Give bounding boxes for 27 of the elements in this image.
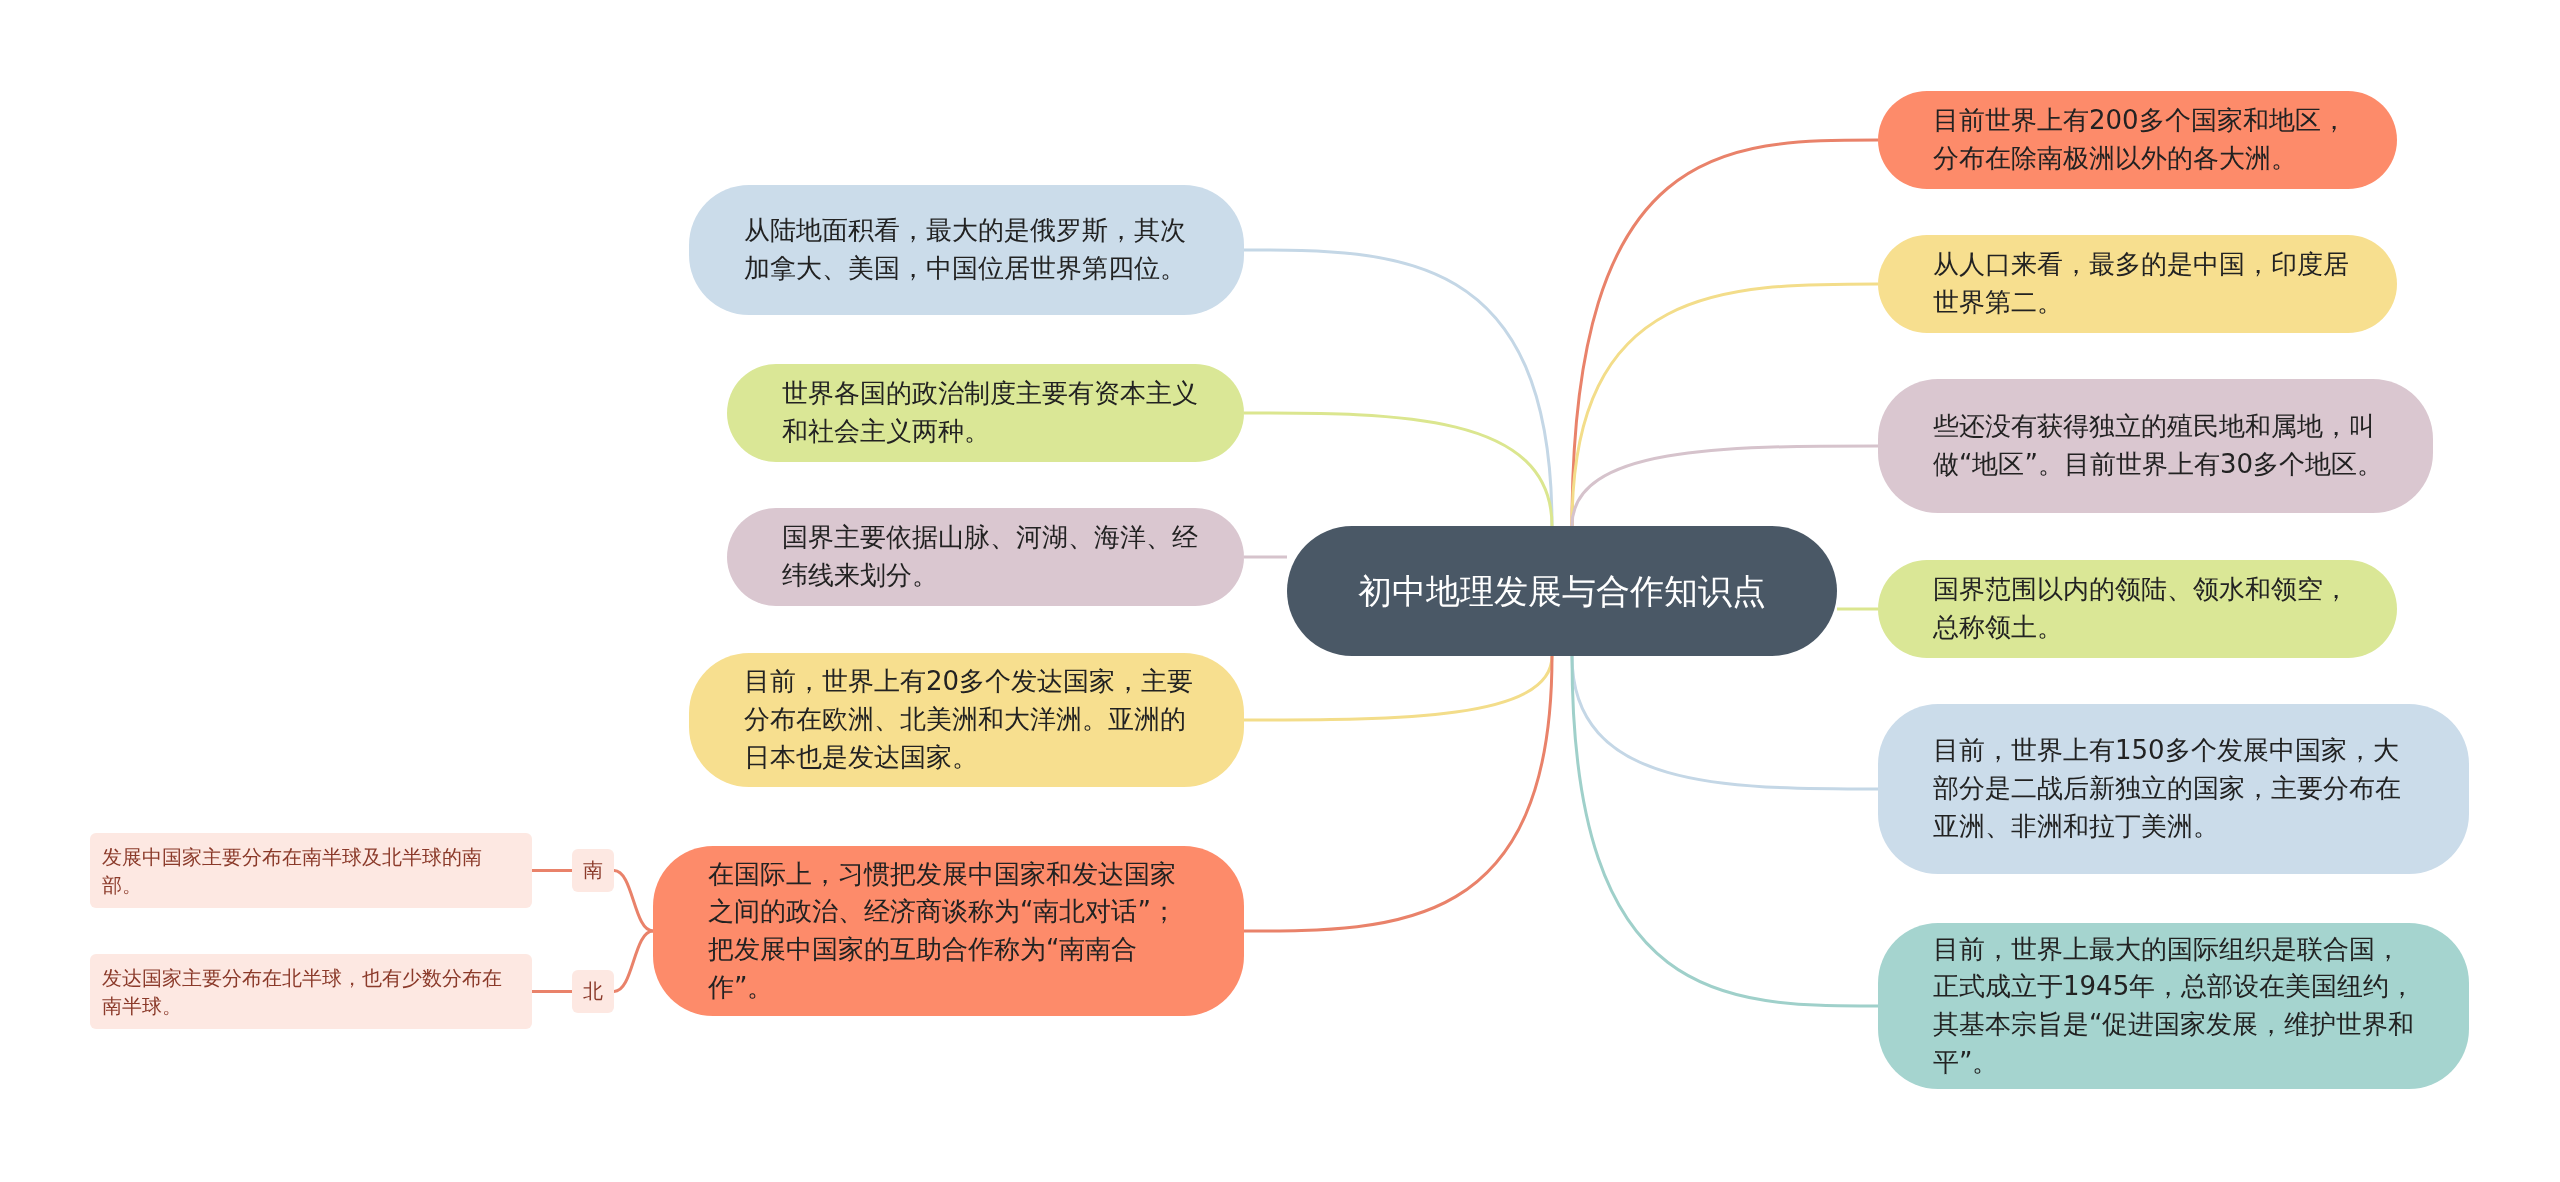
topic-box: 目前世界上有200多个国家和地区，分布在除南极洲以外的各大洲。 — [1878, 91, 2397, 189]
connector-line — [1570, 282, 1878, 527]
connector-line — [1244, 555, 1287, 559]
topic-box: 国界主要依据山脉、河湖、海洋、经纬线来划分。 — [727, 508, 1244, 606]
topic-box: 目前，世界上有20多个发达国家，主要分布在欧洲、北美洲和大洋洲。亚洲的日本也是发达国家。 — [689, 653, 1244, 787]
connector-line — [532, 990, 572, 993]
connector-line — [532, 869, 572, 872]
connector-line — [1837, 607, 1878, 611]
connector-line — [613, 929, 654, 993]
topic-box: 目前，世界上有150多个发展中国家，大部分是二战后新独立的国家，主要分布在亚洲、非洲和拉丁美洲。 — [1878, 704, 2469, 874]
note-box: 发展中国家主要分布在南半球及北半球的南部。 — [90, 833, 532, 908]
tag-box: 北 — [572, 970, 614, 1013]
topic-box: 在国际上，习惯把发展中国家和发达国家之间的政治、经济商谈称为“南北对话”；把发展中国家的互助合作称为“南南合作”。 — [653, 846, 1244, 1016]
connector-line — [613, 869, 654, 933]
topic-box: 些还没有获得独立的殖民地和属地，叫做“地区”。目前世界上有30多个地区。 — [1878, 379, 2433, 513]
topic-box: 国界范围以内的领陆、领水和领空，总称领土。 — [1878, 560, 2397, 658]
topic-box: 世界各国的政治制度主要有资本主义和社会主义两种。 — [727, 364, 1244, 462]
connector-line — [1244, 655, 1554, 933]
central-topic-box: 初中地理发展与合作知识点 — [1287, 526, 1837, 656]
connector-line — [1570, 138, 1878, 527]
note-box: 发达国家主要分布在北半球，也有少数分布在南半球。 — [90, 954, 532, 1029]
topic-box: 目前，世界上最大的国际组织是联合国，正式成立于1945年，总部设在美国纽约，其基本宗旨是“促进国家发展，维护世界和平”。 — [1878, 923, 2469, 1089]
connector-line — [1570, 444, 1878, 527]
topic-box: 从陆地面积看，最大的是俄罗斯，其次加拿大、美国，中国位居世界第四位。 — [689, 185, 1244, 315]
topic-box: 从人口来看，最多的是中国，印度居世界第二。 — [1878, 235, 2397, 333]
tag-box: 南 — [572, 849, 614, 892]
connector-line — [1244, 411, 1554, 527]
